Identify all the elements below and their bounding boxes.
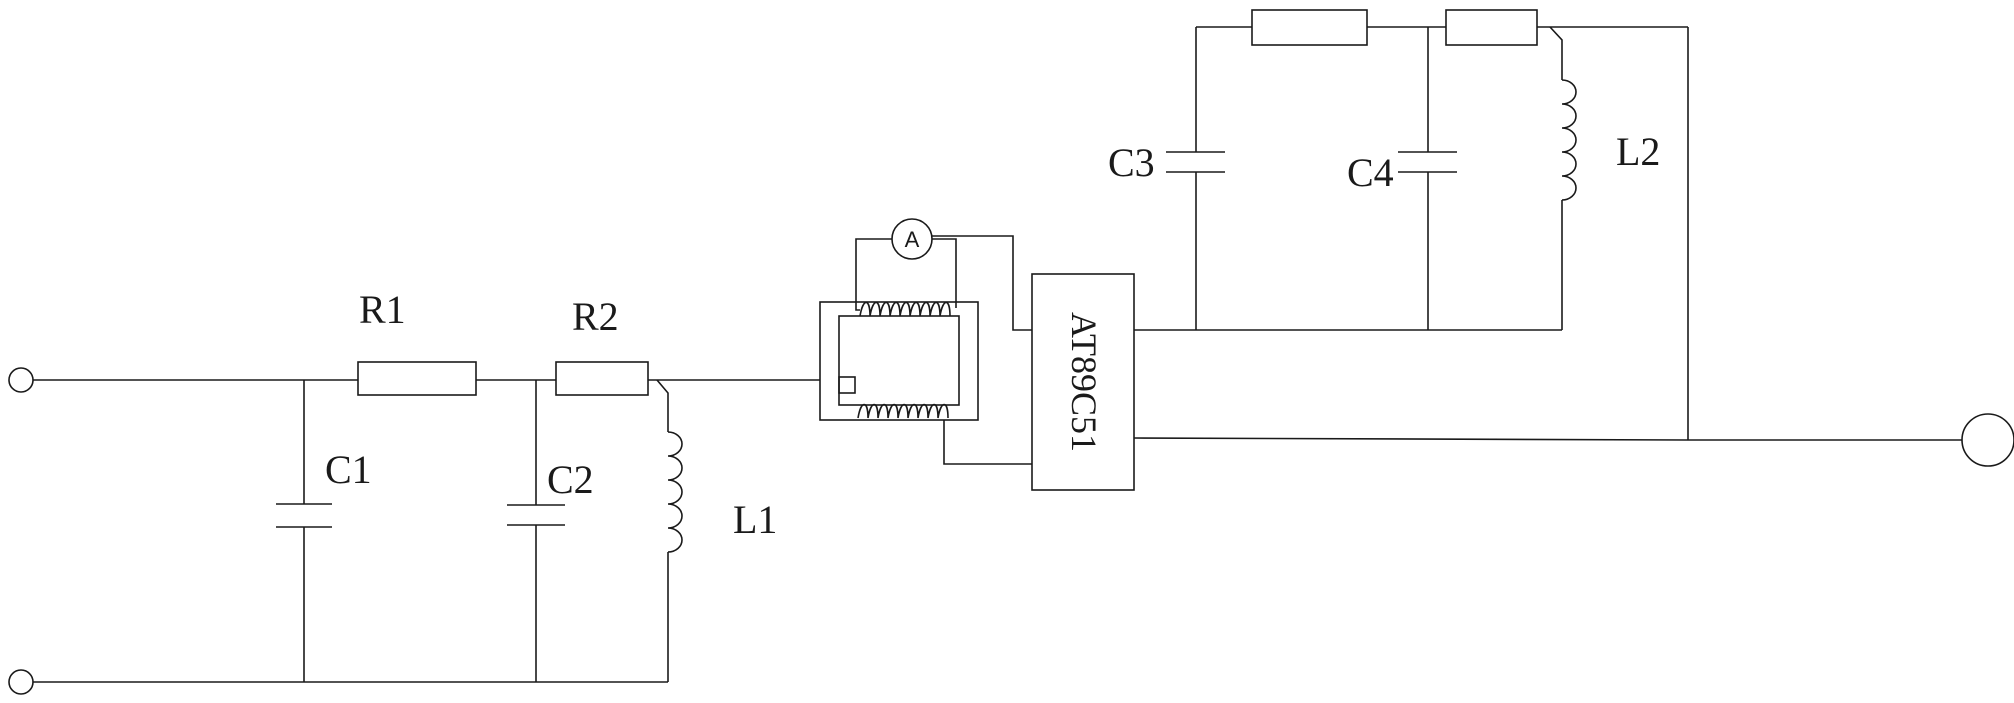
label-ammeter: A (905, 227, 920, 252)
wire-ammeter-left (855, 238, 892, 311)
label-chip: AT89C51 (1064, 312, 1104, 452)
inductor-l1 (667, 431, 683, 553)
resistor-r2 (555, 361, 649, 396)
wire-chip-output (1133, 437, 1689, 441)
transformer-core-corner (838, 376, 856, 394)
label-c3: C3 (1108, 140, 1155, 185)
wire-ammeter-to-chip (932, 235, 1032, 331)
wire-transformer-to-chip (943, 420, 1032, 465)
transformer-core-inner (838, 315, 960, 406)
label-r2: R2 (572, 294, 619, 339)
wire-ammeter-right (932, 238, 957, 308)
wire-l2-top (1549, 26, 1563, 80)
input-terminal-bottom (8, 669, 34, 695)
label-l2: L2 (1616, 129, 1660, 174)
label-c4: C4 (1347, 150, 1394, 195)
label-c1: C1 (325, 447, 372, 492)
inductor-l2 (1561, 79, 1577, 201)
label-l1: L1 (733, 497, 777, 542)
label-r1: R1 (359, 287, 406, 332)
resistor-r1 (357, 361, 477, 396)
output-terminal (1961, 413, 2014, 467)
resistor-upper-left (1251, 9, 1368, 46)
input-terminal-top (8, 367, 34, 393)
transformer-core-outer (819, 301, 979, 421)
chip-at89c51 (1031, 273, 1135, 491)
transformer-coil-top (859, 301, 951, 317)
wire-l1-top (656, 379, 669, 432)
label-c2: C2 (547, 457, 594, 502)
resistor-upper-right (1445, 9, 1538, 46)
transformer-coil-bottom (857, 403, 949, 419)
